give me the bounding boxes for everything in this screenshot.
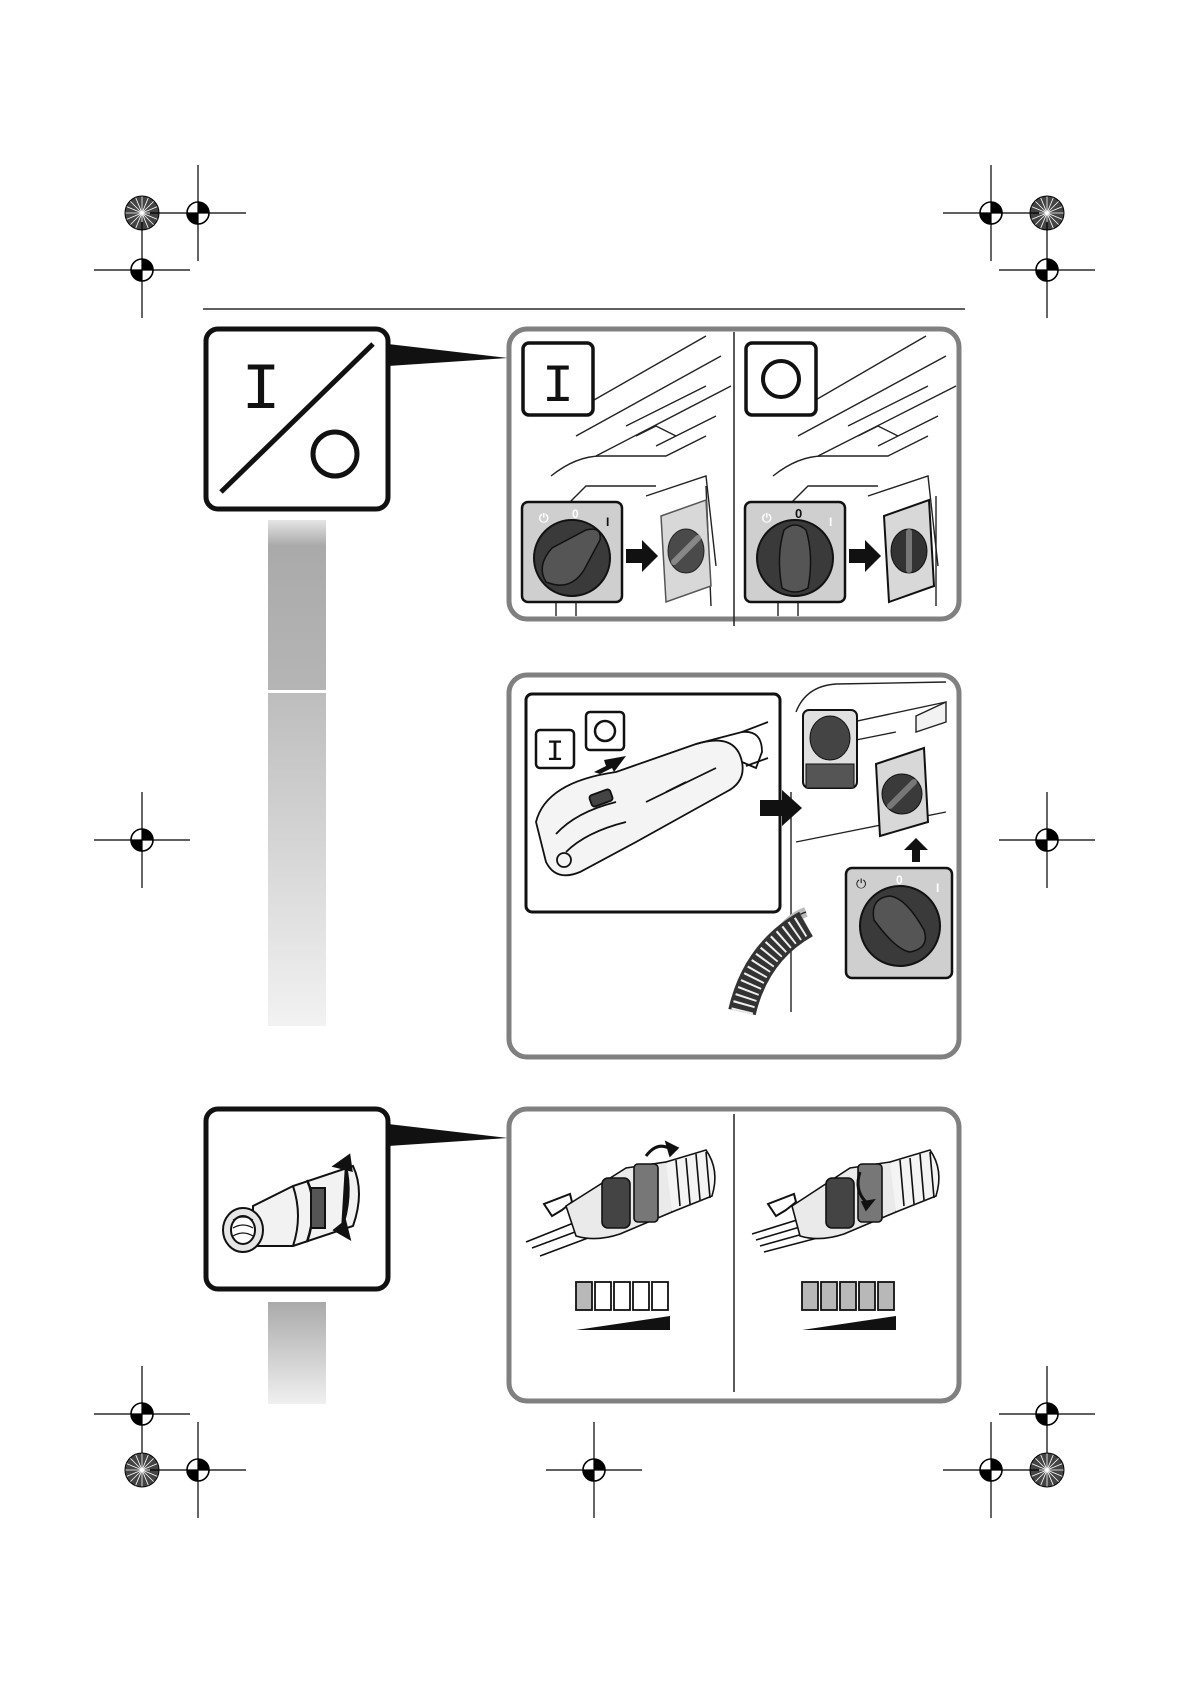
crosshair-mark-icon bbox=[94, 222, 190, 318]
level-segment bbox=[633, 1282, 649, 1310]
on-symbol: I bbox=[241, 353, 281, 428]
panel-on-symbol: I bbox=[542, 357, 574, 418]
level-segment bbox=[652, 1282, 668, 1310]
svg-text:⏻: ⏻ bbox=[856, 876, 866, 891]
side-bar-section-2 bbox=[268, 693, 326, 1026]
socket-icon bbox=[803, 710, 857, 788]
svg-text:0: 0 bbox=[896, 873, 903, 887]
svg-text:⏻: ⏻ bbox=[539, 511, 549, 525]
crosshair-mark-icon bbox=[999, 222, 1095, 318]
crosshair-mark-icon bbox=[999, 792, 1095, 888]
side-bar-section-3 bbox=[268, 1302, 326, 1404]
level-segment bbox=[802, 1282, 818, 1310]
crosshair-mark-icon bbox=[94, 792, 190, 888]
level-segment bbox=[878, 1282, 894, 1310]
crosshair-mark-icon bbox=[150, 165, 246, 261]
rotary-switch-small-icon bbox=[876, 748, 928, 836]
callout-pointer bbox=[388, 340, 508, 370]
level-segment bbox=[859, 1282, 875, 1310]
on-off-panel: I ⏻ 0 I ⏻ 0 I bbox=[506, 326, 962, 622]
crosshair-mark-icon bbox=[943, 1422, 1039, 1518]
svg-text:0: 0 bbox=[795, 506, 802, 521]
side-bar-section-1 bbox=[268, 520, 326, 690]
level-segment bbox=[821, 1282, 837, 1310]
rotary-switch-small-icon bbox=[884, 500, 934, 602]
level-segment bbox=[595, 1282, 611, 1310]
hose-coupling-icon-box bbox=[203, 1106, 391, 1292]
rotary-switch-off-icon: ⏻ 0 I bbox=[745, 502, 845, 602]
power-tool-panel: I ⏻ 0 bbox=[506, 672, 962, 1060]
crosshair-mark-icon bbox=[943, 165, 1039, 261]
level-segment bbox=[840, 1282, 856, 1310]
svg-text:⏻: ⏻ bbox=[762, 511, 772, 525]
suction-panel bbox=[506, 1106, 962, 1404]
rotary-switch-small-icon bbox=[661, 500, 711, 602]
svg-text:I: I bbox=[606, 515, 609, 529]
svg-text:I: I bbox=[829, 515, 832, 529]
crosshair-mark-icon bbox=[94, 1366, 190, 1462]
callout-pointer bbox=[388, 1120, 508, 1150]
rotary-switch-auto-icon: ⏻ 0 I bbox=[846, 868, 952, 978]
rotary-switch-on-icon: ⏻ 0 I bbox=[522, 502, 622, 602]
on-off-icon-box: I bbox=[203, 326, 391, 512]
crosshair-mark-icon bbox=[150, 1422, 246, 1518]
svg-text:I: I bbox=[936, 881, 939, 895]
crosshair-mark-icon bbox=[999, 1366, 1095, 1462]
svg-text:0: 0 bbox=[572, 507, 579, 521]
level-segment bbox=[614, 1282, 630, 1310]
crosshair-mark-icon bbox=[546, 1422, 642, 1518]
level-segment bbox=[576, 1282, 592, 1310]
tool-on-symbol: I bbox=[546, 736, 564, 770]
